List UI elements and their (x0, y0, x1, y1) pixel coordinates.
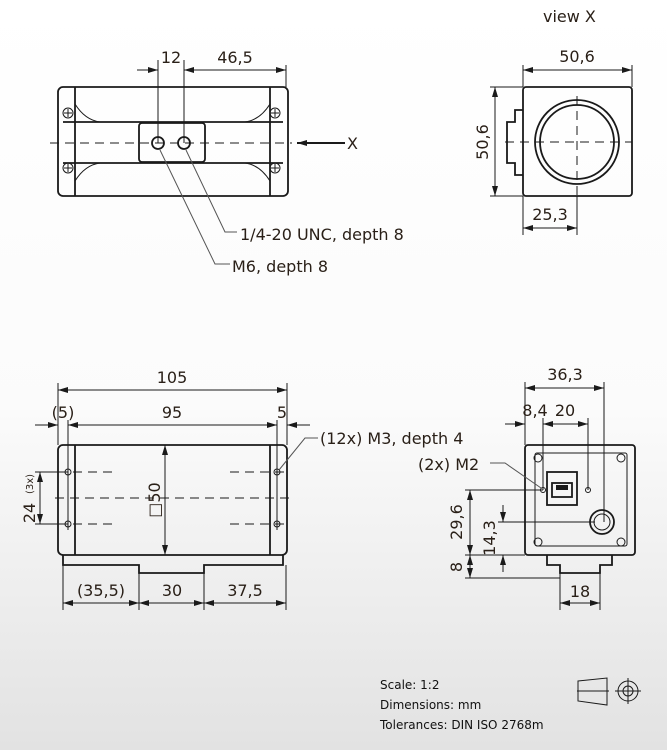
dim-foot-width: 18 (570, 582, 590, 601)
dim-half: 25,3 (532, 205, 568, 224)
callout-m6: M6, depth 8 (232, 257, 328, 276)
dim-foot: 8 (447, 562, 466, 572)
dim-hole-spacing: 12 (161, 48, 181, 67)
screw-icon (62, 107, 281, 174)
top-body-outline (57, 86, 289, 197)
dim-spacing-count: (3x) (25, 474, 36, 494)
m3-hole (64, 468, 281, 528)
callout-m2: (2x) M2 (418, 455, 479, 474)
dim-square: □50 (145, 482, 164, 517)
view-x: view X 50,6 50,6 25,3 (473, 7, 633, 235)
ethernet-port-icon (546, 471, 578, 506)
callout-unc: 1/4-20 UNC, depth 8 (240, 225, 404, 244)
title-block: Scale: 1:2 Dimensions: mm Tolerances: DI… (379, 677, 641, 732)
scale-text: Scale: 1:2 (380, 678, 439, 692)
top-view: X 12 46,5 1/4-20 UNC, depth 8 M6, depth … (50, 48, 404, 276)
rear-view: 36,3 8,4 20 29,6 14,3 8 18 (2x) M2 (418, 365, 636, 610)
view-arrow-label: X (347, 134, 358, 153)
side-view: 105 (5) 95 5 □50 24 (3x) (35,5) 30 37,5 … (20, 368, 463, 610)
dim-right: 5 (277, 403, 287, 422)
dim-height1: 29,6 (447, 504, 466, 540)
dim-foot-left: (35,5) (77, 581, 125, 600)
dim-width: 50,6 (559, 47, 595, 66)
dim-overall: 105 (157, 368, 188, 387)
callout-m3: (12x) M3, depth 4 (320, 429, 463, 448)
dim-foot-right: 37,5 (227, 581, 263, 600)
dimensions-text: Dimensions: mm (380, 698, 481, 712)
dim-spacing: 24 (20, 503, 39, 523)
dim-foot-mid: 30 (162, 581, 182, 600)
dim-height: 50,6 (473, 124, 492, 160)
tolerances-text: Tolerances: DIN ISO 2768m (379, 718, 544, 732)
dim-hole-offset: 46,5 (217, 48, 253, 67)
dim-center: 95 (162, 403, 182, 422)
projection-cone-icon (577, 677, 609, 706)
view-x-title: view X (543, 7, 596, 26)
dim-height2: 14,3 (480, 520, 499, 556)
dim-spacing: 20 (555, 401, 575, 420)
screw-icon (533, 453, 626, 547)
projection-target-icon (615, 678, 641, 704)
dim-left: 8,4 (522, 401, 547, 420)
dim-left-ref: (5) (52, 403, 75, 422)
dim-overall: 36,3 (547, 365, 583, 384)
